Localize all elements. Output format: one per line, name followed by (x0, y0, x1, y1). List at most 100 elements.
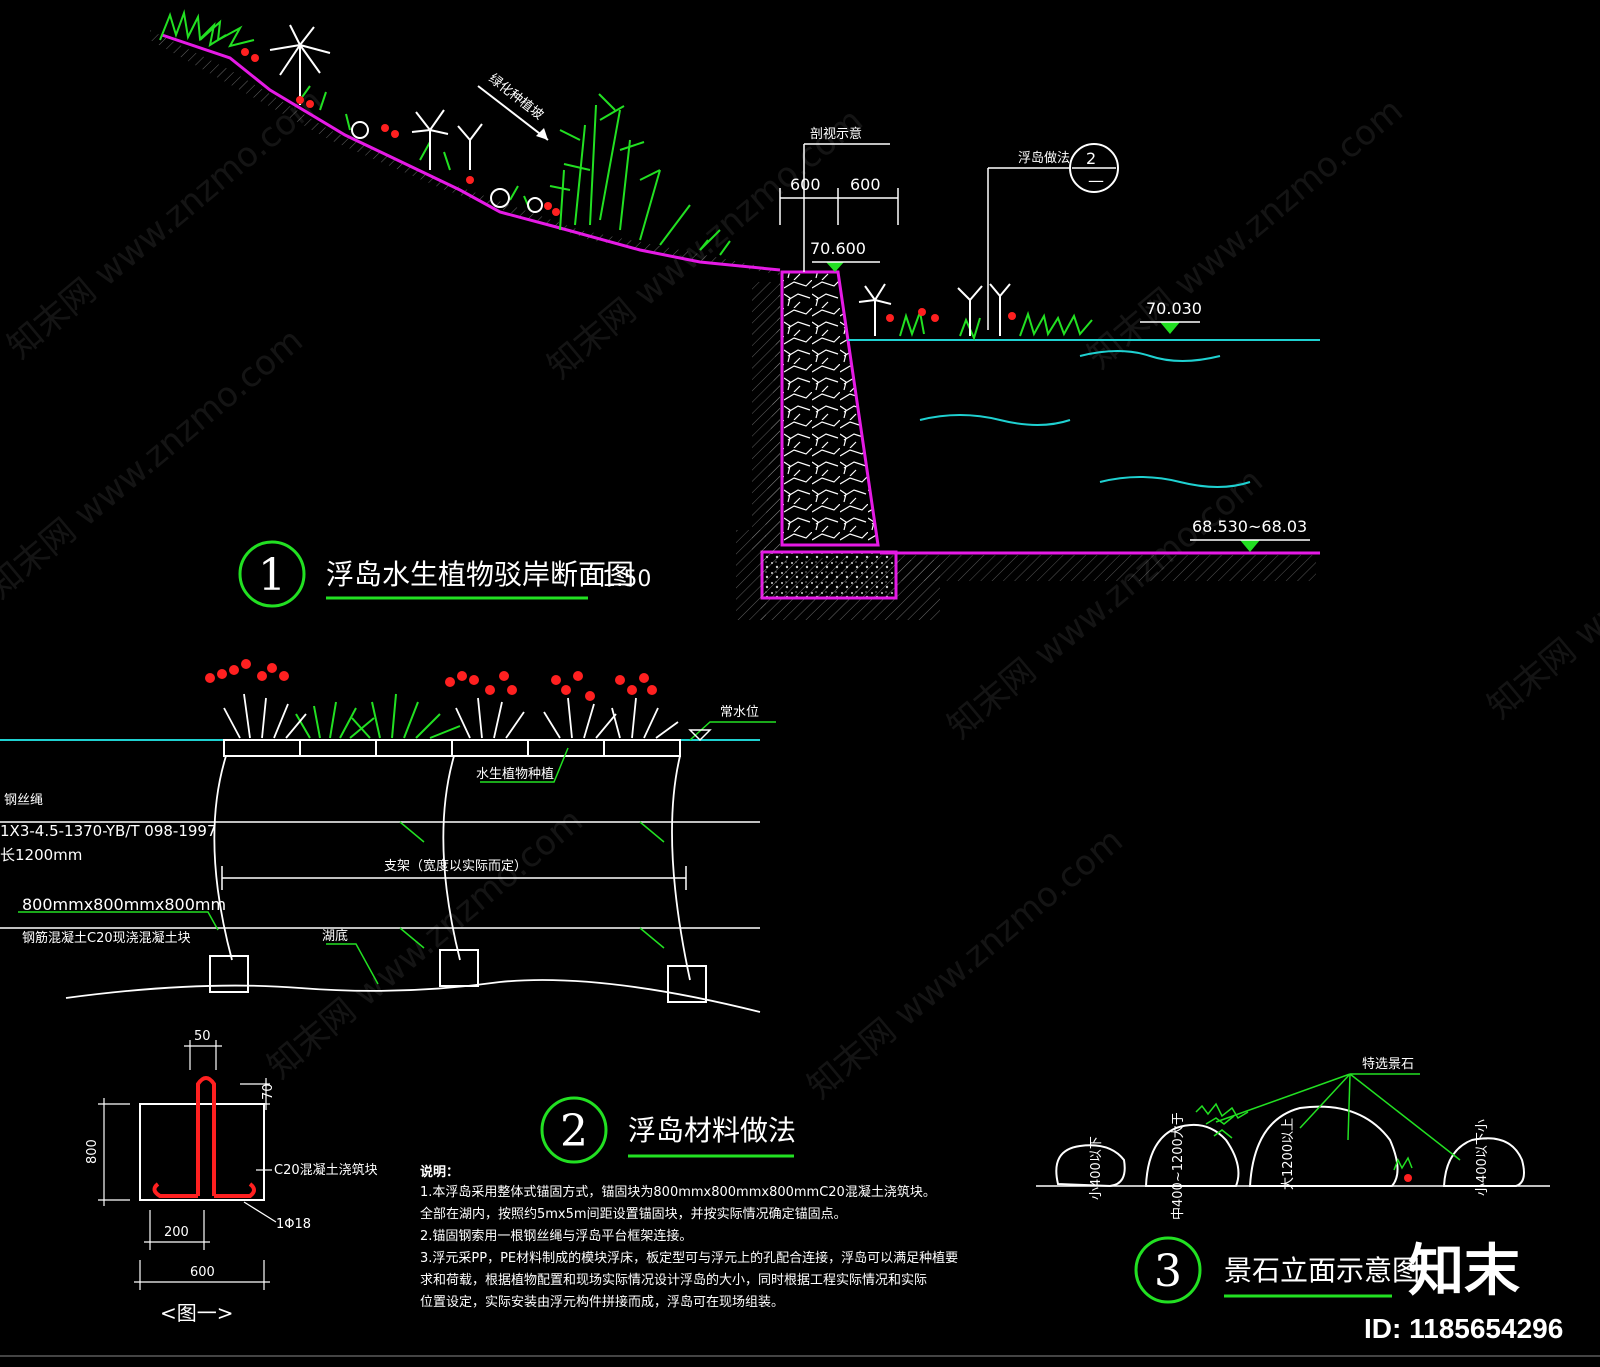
label-rope: 钢丝绳 (4, 793, 43, 808)
base-earth-hatch (736, 530, 766, 620)
elev-marker-water (1160, 322, 1180, 334)
elev-bottom: 68.530~68.03 (1192, 517, 1307, 536)
notes-line: 求和荷载，根据植物配置和现场实际情况设计浮岛的大小，同时根据工程实际情况和实际 (420, 1272, 927, 1288)
watermark-text: 知末网 www.znzmo.com (800, 820, 1131, 1106)
block-desc: 钢筋混凝土C20现浇混凝土块 (22, 930, 191, 946)
rock (1144, 1124, 1240, 1187)
watermark-text: 知末网 www.znzmo.com (940, 460, 1271, 746)
water-level-marker (688, 729, 712, 742)
lake-bed (65, 979, 761, 1013)
label-bed: 湖底 (322, 928, 348, 944)
notes-line: 3.浮元采PP，PE材料制成的模块浮床，板定型可与浮元上的孔配合连接，浮岛可以满… (420, 1250, 958, 1266)
ref-label: 浮岛做法 (1018, 150, 1070, 166)
detail-dimensions (98, 1040, 277, 1290)
dim-200: 200 (164, 1225, 189, 1240)
section-3-number: 3 (1154, 1246, 1182, 1297)
elev-top: 70.600 (810, 239, 866, 258)
section-2-drawing: 支架（宽度以实际而定） 常水位 水生植物种植 钢丝绳 1X3-4.5-1370-… (0, 659, 796, 1164)
water-wave (919, 414, 1071, 426)
wall-dimensions (779, 143, 899, 272)
notes: 说明： 1.本浮岛采用整体式锚固方式，锚固块为800mmx800mmx800mm… (420, 1164, 958, 1310)
island-vegetation (899, 308, 1093, 341)
section-3-title: 景石立面示意图 (1224, 1254, 1420, 1287)
leaders (18, 721, 776, 985)
watermark-text: 知末网 www.znzmo.com (1480, 440, 1600, 726)
float-unit (375, 739, 453, 757)
notes-line: 位置设定，实际安装由浮元构件拼接而成，浮岛可在现场组装。 (420, 1294, 784, 1310)
notes-line: 全部在湖内，按照约5mx5m间距设置锚固块，并按实际情况确定锚固点。 (420, 1206, 847, 1222)
ref-bubble (1069, 143, 1119, 193)
detail-rebar (196, 1076, 216, 1196)
elev-marker-bottom (1240, 540, 1260, 552)
float-flowers (205, 659, 657, 701)
bottom-earth-hatch (896, 555, 1316, 581)
detail-rebar-hook (152, 1182, 198, 1198)
anchor-block (209, 955, 249, 993)
brand-logo: 知末 (1408, 1239, 1520, 1304)
float-unit (223, 739, 301, 757)
section-3-circle (1134, 1236, 1202, 1304)
dim-50: 50 (194, 1029, 211, 1044)
notes-line: 2.锚固钢索用一根钢丝绳与浮岛平台框架连接。 (420, 1228, 692, 1244)
ref-num: 2 (1086, 149, 1096, 168)
dim-800: 800 (85, 1139, 100, 1164)
rock-label: 中400~1200大于 (1171, 1112, 1186, 1220)
anchor-detail: 50 70 800 200 600 C20混凝土浇筑块 1Φ18 <图一> (85, 1029, 378, 1325)
rock-leaders (1215, 1073, 1461, 1161)
wall-earth-hatch (752, 282, 780, 552)
label-rebar: 1Φ18 (276, 1217, 311, 1232)
watermark-text: 知末网 www.znzmo.com (260, 800, 591, 1086)
section-1-scale: 1:50 (602, 567, 651, 592)
detail-caption: <图一> (160, 1301, 234, 1325)
section-1-title: 浮岛水生植物驳岸断面图 (326, 558, 634, 591)
float-white-plants (223, 693, 679, 739)
section-2-number: 2 (560, 1106, 588, 1157)
retaining-wall (780, 270, 880, 547)
wall-foundation (760, 550, 898, 600)
slope-white-plants (269, 24, 543, 213)
float-vegetation (295, 693, 461, 739)
watermark-text: 知末网 www.znzmo.com (1080, 90, 1411, 376)
notes-line: 1.本浮岛采用整体式锚固方式，锚固块为800mmx800mmx800mmC20混… (420, 1184, 936, 1200)
notes-heading: 说明： (420, 1164, 459, 1180)
water-wave (1079, 350, 1221, 362)
block-size: 800mmx800mmx800mm (22, 895, 226, 914)
section-1-number: 1 (258, 550, 286, 601)
label-c20: C20混凝土浇筑块 (274, 1162, 378, 1178)
slope-vegetation (159, 9, 731, 256)
rock-label: 小400以下小 (1475, 1119, 1490, 1196)
dim-70: 70 (261, 1083, 276, 1100)
slope-arrowhead (536, 128, 548, 140)
label-span: 支架（宽度以实际而定） (384, 858, 527, 874)
rock-label: 小400以下 (1089, 1136, 1104, 1200)
rock (1055, 1144, 1126, 1188)
slope-arrow (477, 85, 549, 141)
section-2-title: 浮岛材料做法 (628, 1114, 796, 1147)
label-water: 常水位 (720, 705, 759, 720)
rock (1248, 1105, 1399, 1187)
float-unit (603, 739, 681, 757)
section-2-circle (540, 1096, 608, 1164)
section-3-drawing: 特选景石 小400以下 中400~1200大于 大1200以上 小400以下小 … (1036, 1057, 1550, 1304)
float-unit (451, 739, 529, 757)
detail-rebar-hook (214, 1182, 256, 1198)
spec-len: 长1200mm (0, 846, 82, 864)
rock-flower (1404, 1174, 1412, 1182)
dim-600: 600 (190, 1265, 215, 1280)
anchor-block (667, 965, 707, 1003)
rock-plants (1195, 1102, 1413, 1171)
label-top: 特选景石 (1362, 1057, 1414, 1072)
section-1-circle (238, 540, 306, 608)
anchor-cables (213, 755, 691, 981)
island-white-plants (858, 283, 1011, 336)
dim-b: 600 (850, 175, 881, 194)
label-plant: 水生植物种植 (476, 767, 554, 782)
slope-flowers (241, 48, 560, 216)
elev-marker-top (826, 262, 844, 272)
island-flowers (886, 308, 1016, 322)
slope-line (161, 33, 781, 272)
id-text: ID: 1185654296 (1364, 1313, 1563, 1344)
water-wave (1099, 476, 1251, 488)
elev-water: 70.030 (1146, 299, 1202, 318)
